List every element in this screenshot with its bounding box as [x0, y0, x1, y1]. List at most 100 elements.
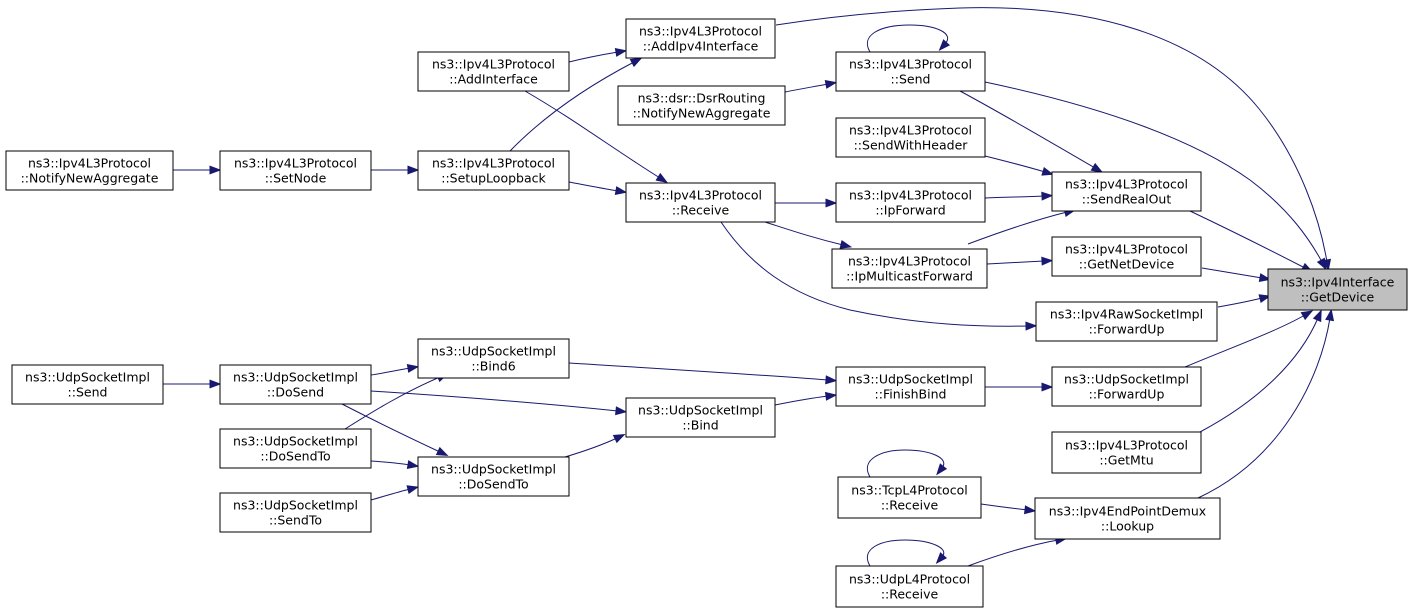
node-label-method: ::AddInterface: [449, 72, 538, 87]
edge-udpsock_sendto-to-udpsock_dosendto_b: [370, 485, 420, 501]
node-label-class: ns3::UdpSocketImpl: [233, 370, 358, 385]
node-l3-setnode[interactable]: ns3::Ipv4L3Protocol::SetNode: [219, 150, 372, 191]
node-label-method: ::NotifyNewAggregate: [21, 171, 159, 186]
node-box: [837, 476, 982, 519]
edge-line: [775, 7, 1328, 263]
edge-arrowhead: [839, 240, 853, 249]
edge-line: [967, 539, 1059, 567]
node-label-method: ::FinishBind: [875, 387, 947, 402]
edge-l3_receive-to-raw_forwardup: [720, 221, 1038, 331]
node-box: [1035, 301, 1218, 342]
node-l3-receive[interactable]: ns3::Ipv4L3Protocol::Receive: [625, 182, 776, 223]
node-box: [417, 338, 570, 379]
node-label-class: ns3::Ipv4L3Protocol: [1065, 242, 1188, 257]
node-label-class: ns3::Ipv4L3Protocol: [432, 57, 555, 72]
node-box: [617, 85, 786, 126]
edge-arrowhead: [1041, 166, 1055, 176]
node-udpsock-dosend[interactable]: ns3::UdpSocketImpl::DoSend: [219, 364, 372, 405]
edge-l3_send-to-l3_send: [867, 24, 951, 53]
node-box: [11, 364, 164, 405]
node-ipv4if-getdevice: ns3::Ipv4Interface::GetDevice: [1267, 268, 1408, 311]
edge-l3_ipforward-to-l3_sendrealout: [984, 191, 1054, 201]
node-l3-getnetdevice[interactable]: ns3::Ipv4L3Protocol::GetNetDevice: [1051, 236, 1202, 277]
node-l3-setuploopback[interactable]: ns3::Ipv4L3Protocol::SetupLoopback: [417, 150, 570, 191]
node-label-method: ::Lookup: [1101, 519, 1154, 534]
edge-arrowhead: [1023, 505, 1037, 515]
node-l3-sendwithheader[interactable]: ns3::Ipv4L3Protocol::SendWithHeader: [835, 117, 986, 158]
edge-arrowhead: [614, 186, 628, 196]
node-l3-sendrealout[interactable]: ns3::Ipv4L3Protocol::SendRealOut: [1051, 171, 1202, 212]
edge-line: [774, 395, 829, 406]
edge-line: [720, 221, 1029, 327]
node-l3-addipv4interface[interactable]: ns3::Ipv4L3Protocol::AddIpv4Interface: [625, 18, 776, 59]
edge-arrowhead: [1300, 310, 1314, 321]
node-label-method: ::SendRealOut: [1082, 192, 1172, 207]
edge-arrowhead: [655, 172, 668, 183]
node-l3-ipforward[interactable]: ns3::Ipv4L3Protocol::IpForward: [835, 182, 986, 223]
node-label-class: ns3::UdpSocketImpl: [431, 344, 556, 359]
edge-line: [370, 390, 619, 412]
edge-line: [370, 367, 411, 376]
edge-arrowhead: [406, 363, 420, 373]
node-box: [219, 150, 372, 191]
edge-arrowhead: [406, 460, 420, 470]
node-label-class: ns3::Ipv4L3Protocol: [849, 123, 972, 138]
edge-tcpl4_receive-to-tcpl4_receive: [867, 449, 948, 478]
edge-line: [1189, 210, 1306, 269]
node-udpsock-sendto[interactable]: ns3::UdpSocketImpl::SendTo: [219, 492, 372, 533]
edge-arrowhead: [1041, 382, 1054, 392]
node-udpsock-send[interactable]: ns3::UdpSocketImpl::Send: [11, 364, 164, 405]
node-l3-getmtu[interactable]: ns3::Ipv4L3Protocol::GetMtu: [1051, 431, 1202, 474]
edge-arrowhead: [1090, 162, 1104, 173]
node-udpl4-receive[interactable]: ns3::UdpL4Protocol::Receive: [835, 565, 984, 608]
edge-arrowhead: [612, 433, 626, 444]
node-label-class: ns3::Ipv4L3Protocol: [28, 156, 151, 171]
node-l3-send[interactable]: ns3::Ipv4L3Protocol::Send: [835, 51, 986, 92]
node-udpsock-bind6[interactable]: ns3::UdpSocketImpl::Bind6: [417, 338, 570, 379]
node-label-class: ns3::Ipv4Interface: [1281, 275, 1395, 290]
edge-l3_getnetdevice-to-ipv4if_getdevice: [1201, 267, 1272, 283]
edge-l3_notifynewaggregate-to-l3_setnode: [173, 165, 222, 175]
edge-l3_receive-to-l3_ipforward: [775, 198, 838, 208]
node-box: [1034, 497, 1221, 540]
edge-line: [967, 211, 1068, 245]
node-label-class: ns3::UdpSocketImpl: [1064, 372, 1189, 387]
call-graph-nodes: ns3::Ipv4Interface::GetDevicens3::Ipv4L3…: [5, 18, 1408, 608]
node-epdemux-lookup[interactable]: ns3::Ipv4EndPointDemux::Lookup: [1034, 497, 1221, 540]
node-l3-notifynewaggregate[interactable]: ns3::Ipv4L3Protocol::NotifyNewAggregate: [5, 150, 174, 191]
node-box: [831, 248, 988, 289]
edge-line: [867, 539, 945, 567]
edge-udpsock_dosendto_a-to-udpsock_dosendto_b: [370, 460, 420, 470]
node-udpsock-finishbind[interactable]: ns3::UdpSocketImpl::FinishBind: [835, 366, 986, 407]
node-box: [417, 150, 570, 191]
node-box: [625, 18, 776, 59]
node-label-method: ::Bind: [682, 418, 718, 433]
edge-line: [984, 81, 1323, 263]
node-box: [219, 364, 372, 405]
node-label-method: ::ForwardUp: [1089, 387, 1165, 402]
node-box: [219, 428, 372, 469]
node-udpsock-forwardup[interactable]: ns3::UdpSocketImpl::ForwardUp: [1051, 366, 1202, 407]
node-udpsock-dosendto-b[interactable]: ns3::UdpSocketImpl::DoSendTo: [417, 456, 570, 497]
edge-udpsock_bind6-to-udpsock_finishbind: [568, 362, 838, 385]
node-l3-ipmulticastforward[interactable]: ns3::Ipv4L3Protocol::IpMulticastForward: [831, 248, 988, 289]
node-box: [5, 150, 174, 191]
edge-tcpl4_receive-to-epdemux_lookup: [980, 503, 1037, 515]
node-label-method: ::ForwardUp: [1089, 322, 1165, 337]
node-label-method: ::Receive: [881, 498, 939, 513]
node-box: [835, 366, 986, 407]
node-udpsock-bind[interactable]: ns3::UdpSocketImpl::Bind: [625, 397, 776, 438]
node-l3-addinterface[interactable]: ns3::Ipv4L3Protocol::AddInterface: [417, 51, 570, 92]
node-dsr-notifynewaggregate[interactable]: ns3::dsr::DsrRouting::NotifyNewAggregate: [617, 85, 786, 126]
node-label-method: ::GetDevice: [1301, 290, 1375, 305]
node-label-class: ns3::TcpL4Protocol: [851, 483, 967, 498]
node-box: [835, 51, 986, 92]
node-tcpl4-receive[interactable]: ns3::TcpL4Protocol::Receive: [837, 476, 982, 519]
node-raw-forwardup[interactable]: ns3::Ipv4RawSocketImpl::ForwardUp: [1035, 301, 1218, 342]
edge-arrowhead: [936, 463, 948, 476]
node-label-class: ns3::UdpSocketImpl: [638, 403, 763, 418]
node-box: [1267, 268, 1408, 311]
node-udpsock-dosendto-a[interactable]: ns3::UdpSocketImpl::DoSendTo: [219, 428, 372, 469]
edge-line: [564, 437, 618, 458]
node-box: [835, 117, 986, 158]
